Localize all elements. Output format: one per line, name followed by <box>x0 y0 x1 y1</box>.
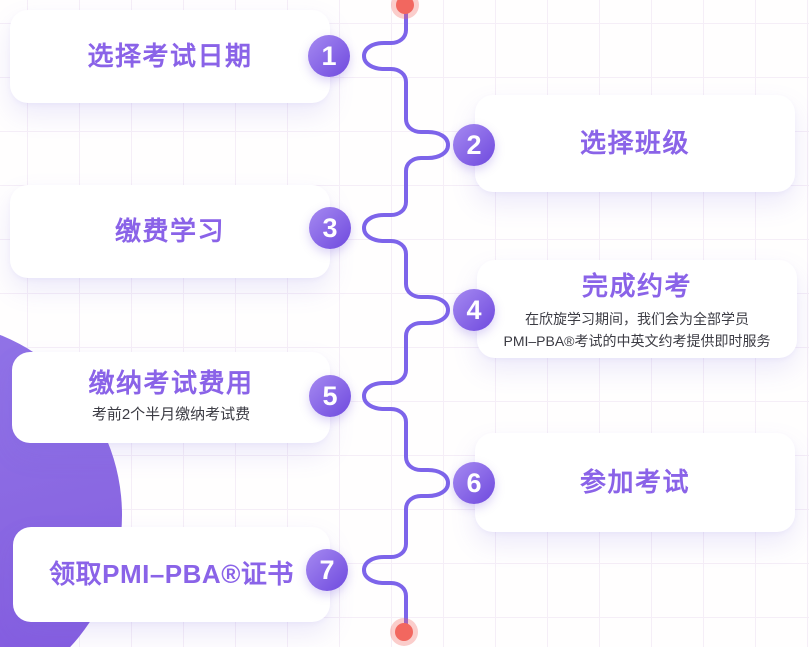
step-number: 7 <box>319 554 335 585</box>
step-badge-5: 5 <box>309 375 351 417</box>
step-card-take-exam: 参加考试 <box>475 433 795 532</box>
step-number: 6 <box>466 467 482 498</box>
step-number: 5 <box>322 380 338 411</box>
step-card-pay-and-study: 缴费学习 <box>10 185 330 278</box>
step-card-choose-class: 选择班级 <box>475 95 795 192</box>
step-badge-7: 7 <box>306 549 348 591</box>
step-badge-2: 2 <box>453 124 495 166</box>
step-title: 选择班级 <box>579 127 690 158</box>
timeline-path <box>361 4 451 630</box>
step-title: 缴费学习 <box>114 215 225 246</box>
step-badge-1: 1 <box>308 35 350 77</box>
step-badge-3: 3 <box>309 207 351 249</box>
step-badge-4: 4 <box>453 289 495 331</box>
step-subtitle-line: PMI–PBA®考试的中英文约考提供即时服务 <box>503 333 771 350</box>
step-title: 完成约考 <box>581 271 692 302</box>
step-number: 4 <box>466 294 482 325</box>
step-title: 领取PMI–PBA®证书 <box>49 558 294 589</box>
start-dot <box>396 0 414 14</box>
step-number: 1 <box>321 40 337 71</box>
step-title: 选择考试日期 <box>87 40 253 71</box>
step-card-pay-exam-fee: 缴纳考试费用 考前2个半月缴纳考试费 <box>12 352 330 443</box>
step-title: 参加考试 <box>579 466 690 497</box>
step-number: 3 <box>322 212 338 243</box>
step-card-choose-exam-date: 选择考试日期 <box>10 10 330 103</box>
step-title: 缴纳考试费用 <box>88 368 254 399</box>
step-card-receive-certificate: 领取PMI–PBA®证书 <box>13 527 330 622</box>
step-subtitle-line: 在欣旋学习期间，我们会为全部学员 <box>525 311 749 328</box>
step-subtitle-line: 考前2个半月缴纳考试费 <box>91 406 251 424</box>
step-badge-6: 6 <box>453 462 495 504</box>
step-card-complete-exam-booking: 完成约考 在欣旋学习期间，我们会为全部学员 PMI–PBA®考试的中英文约考提供… <box>477 260 797 358</box>
step-number: 2 <box>466 129 482 160</box>
end-dot <box>395 623 413 641</box>
